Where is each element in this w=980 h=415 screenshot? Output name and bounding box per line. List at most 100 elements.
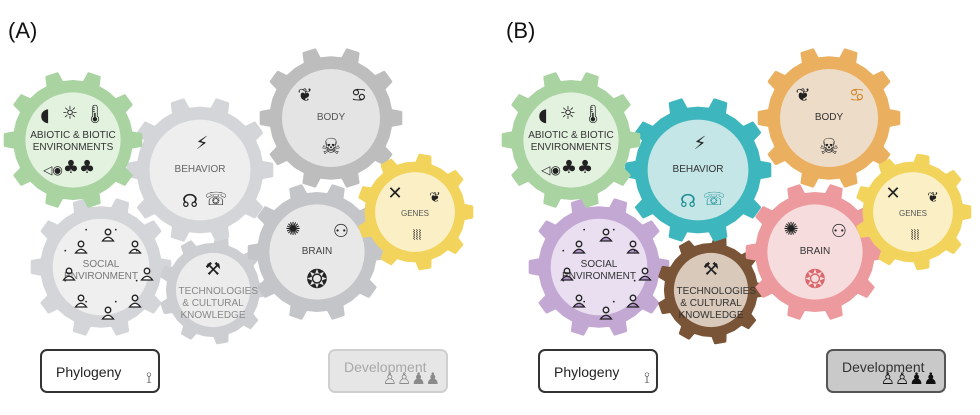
- phylogeny-label: Phylogeny: [554, 364, 620, 380]
- gear-shape: [658, 235, 766, 345]
- gear-tech: Technologies & Cultural Knowledge ⚒: [160, 235, 268, 345]
- gear-label-body: Body: [316, 112, 346, 123]
- gear-genes: Genes ✕ ❦ ⦚⦚⦚: [856, 153, 972, 271]
- gear-label-behavior: Behavior: [672, 164, 724, 175]
- gear-label-tech: Technologies & Cultural Knowledge: [676, 286, 757, 321]
- skeleton-icon: ☠: [819, 135, 839, 160]
- dot-icon: •: [63, 248, 68, 256]
- brain-icon: ❂: [306, 265, 328, 295]
- neuron-icon: ✺: [783, 219, 799, 240]
- dot-icon: •: [134, 248, 139, 256]
- dot-icon: •: [582, 298, 586, 306]
- dot-icon: •: [612, 298, 616, 306]
- dot-icon: •: [114, 298, 118, 306]
- development-box: Development♙♙♟♟: [328, 349, 448, 393]
- phylogeny-box: Phylogeny ⟟: [538, 349, 658, 393]
- lungs-icon: ♋: [848, 85, 866, 106]
- phylogenetic-tree-icon: ⟟: [146, 368, 152, 387]
- gear-shape: [624, 98, 772, 242]
- gear-label-brain: Brain: [799, 246, 831, 257]
- hammer-icon: ⚒: [204, 259, 222, 280]
- gear-shape: [160, 235, 268, 345]
- gear-label-tech: Technologies & Cultural Knowledge: [178, 286, 259, 321]
- gear-tech: Technologies & Cultural Knowledge ⚒: [658, 235, 766, 345]
- trees-icon: ♣♣: [560, 157, 594, 178]
- cell-icon: ❦: [429, 190, 441, 206]
- running-icon: ⚡: [195, 133, 209, 154]
- phylogeny-box: Phylogeny ⟟: [40, 349, 160, 393]
- dot-icon: •: [612, 227, 616, 235]
- gear-brain: Brain✺ ⚇ ❂: [247, 184, 387, 320]
- gear-shape: [358, 153, 474, 271]
- phylogeny-label: Phylogeny: [56, 364, 122, 380]
- gear-label-abiotic: Abiotic & Biotic Environments: [528, 130, 614, 153]
- gear-shape: [745, 184, 885, 320]
- gear-label-behavior: Behavior: [174, 164, 226, 175]
- dot-icon: •: [582, 227, 586, 235]
- thermometer-icon: 🌡: [83, 104, 107, 125]
- skeleton-icon: ☠: [321, 135, 341, 160]
- gear-behavior: Behavior ⚡ ☊ ☏: [624, 98, 772, 242]
- gear-label-social: Social Environment: [64, 259, 138, 282]
- human-development-silhouettes-icon: ♙♙♟♟: [382, 369, 440, 388]
- phylogenetic-tree-icon: ⟟: [644, 368, 650, 387]
- dot-icon: •: [561, 277, 566, 285]
- panel-a: (A)Social Environment••••••••Technologie…: [3, 18, 474, 393]
- gear-social: Social Environment••••••••: [30, 198, 172, 336]
- chat-person-icon: ☏: [702, 189, 726, 210]
- gear-shape: [259, 48, 403, 188]
- sun-icon: ☼: [61, 103, 79, 124]
- neuron-icon: ✺: [285, 219, 301, 240]
- speaking-person-icon: ☊: [680, 191, 696, 212]
- human-development-silhouettes-icon: ♙♙♟♟: [880, 369, 938, 388]
- cell-icon: ❦: [927, 190, 939, 206]
- water-drops-icon: ◖: [40, 105, 50, 126]
- hammer-icon: ⚒: [702, 259, 720, 280]
- fish-icon: ◁◉: [541, 163, 561, 177]
- gear-label-abiotic: Abiotic & Biotic Environments: [30, 130, 116, 153]
- chromosome-icon: ✕: [387, 183, 403, 204]
- network-icon: ⚇: [830, 221, 848, 242]
- gear-genes: Genes✕❦⦚⦚⦚: [358, 153, 474, 271]
- gear-label-brain: Brain: [301, 246, 333, 257]
- panel-label: (A): [8, 18, 38, 43]
- gear-shape: [501, 72, 641, 208]
- thermometer-icon: 🌡: [581, 104, 605, 125]
- gear-behavior: Behavior⚡☊☏: [126, 98, 274, 242]
- panel-label: (B): [506, 18, 536, 43]
- gear-label-body: Body: [814, 112, 844, 123]
- gear-abiotic: Abiotic & Biotic Environments ◖ ☼🌡 ◁◉♣♣: [3, 72, 143, 208]
- dot-icon: •: [114, 227, 118, 235]
- dna-icon: ⦚⦚⦚: [412, 228, 422, 244]
- dot-icon: •: [84, 227, 88, 235]
- organ-icon: ❦: [795, 85, 811, 106]
- dot-icon: •: [632, 248, 637, 256]
- trees-icon: ♣♣: [62, 157, 96, 178]
- speaking-person-icon: ☊: [182, 191, 198, 212]
- dot-icon: •: [632, 277, 637, 285]
- network-icon: ⚇: [332, 221, 350, 242]
- gear-label-social: Social Environment: [562, 259, 636, 282]
- gear-shape: [856, 153, 972, 271]
- development-box: Development♙♙♟♟: [826, 349, 946, 393]
- development-label: Development: [842, 359, 925, 375]
- gear-body: Body❦ ♋ ☠: [259, 48, 403, 188]
- fish-icon: ◁◉: [43, 163, 63, 177]
- chromosome-icon: ✕: [885, 183, 901, 204]
- organ-icon: ❦: [297, 85, 313, 106]
- gear-shape: [757, 48, 901, 188]
- gear-shape: [247, 184, 387, 320]
- gear-abiotic: Abiotic & Biotic Environments◖☼🌡◁◉♣♣: [501, 72, 641, 208]
- development-label: Development: [344, 359, 427, 375]
- dna-icon: ⦚⦚⦚: [910, 228, 920, 244]
- gear-shape: [3, 72, 143, 208]
- dot-icon: •: [561, 248, 566, 256]
- gear-shape: [126, 98, 274, 242]
- dot-icon: •: [63, 277, 68, 285]
- lungs-icon: ♋: [350, 85, 368, 106]
- running-icon: ⚡: [693, 133, 707, 154]
- panel-b: (B)Social Environment••••••••Technologie…: [498, 0, 980, 415]
- brain-icon: ❂: [804, 265, 826, 295]
- gear-label-genes: Genes: [898, 209, 927, 218]
- gear-brain: Brain✺ ⚇ ❂: [745, 184, 885, 320]
